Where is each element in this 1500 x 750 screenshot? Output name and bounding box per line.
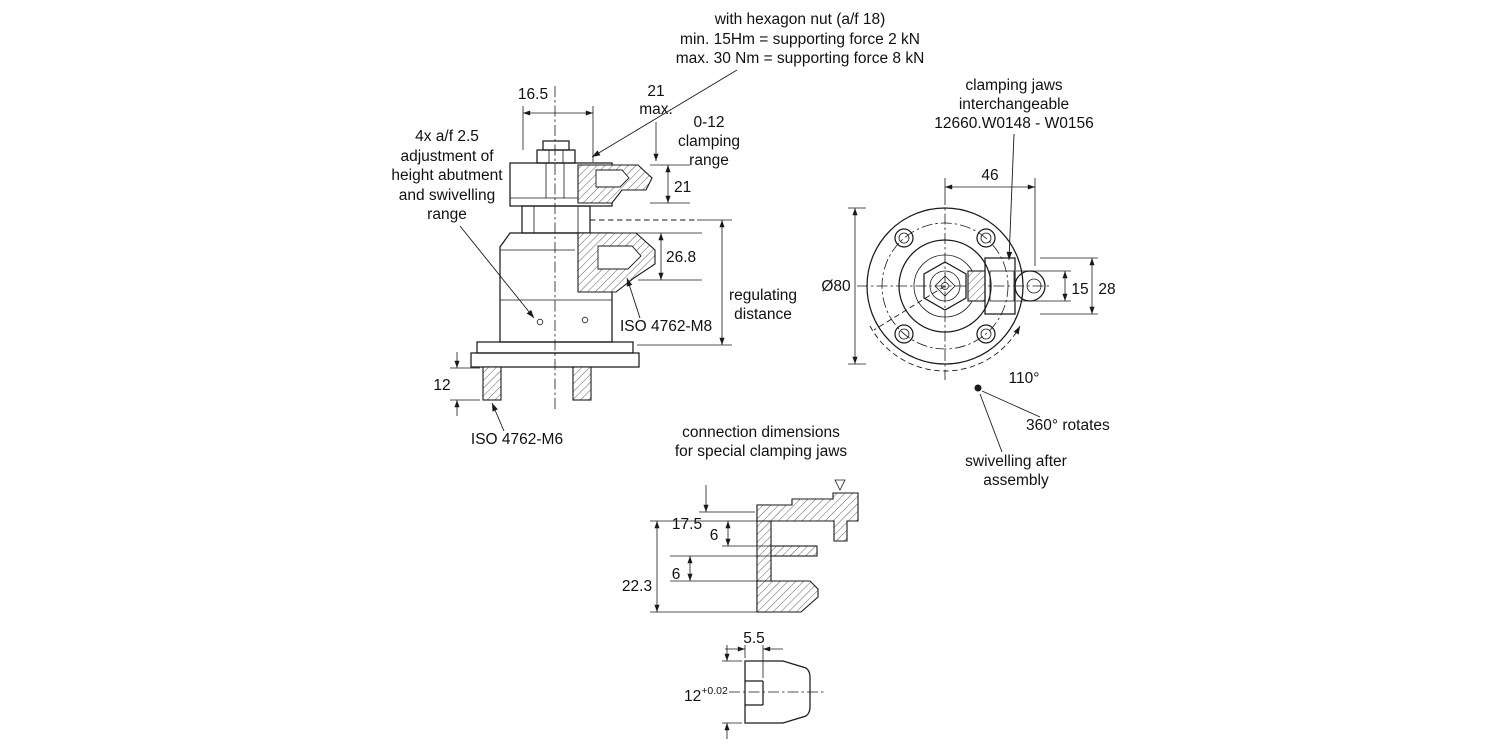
note-adjust-5: range	[427, 206, 467, 223]
dim-jaw-height: 28	[1098, 281, 1115, 298]
note-hex-line3: max. 30 Nm = supporting force 8 kN	[676, 50, 925, 67]
dim-swivel-angle: 110°	[1009, 370, 1040, 387]
flange-outline	[866, 207, 1024, 365]
dim-sec-slot-b: 6	[672, 566, 681, 583]
label-iso-m8: ISO 4762-M8	[620, 318, 712, 335]
note-connection-2: for special clamping jaws	[675, 443, 848, 460]
surface-finish-mark	[834, 479, 846, 491]
note-connection-1: connection dimensions	[682, 424, 840, 441]
note-hex-line1: with hexagon nut (a/f 18)	[714, 11, 886, 28]
dim-jaw-width: 46	[981, 167, 998, 184]
note-jaws-2: interchangeable	[959, 96, 1069, 113]
top-view	[857, 194, 1052, 453]
dim-notch-width: 5.5	[743, 630, 765, 647]
swivel-arc	[869, 325, 1021, 372]
note-swivel-2: assembly	[983, 472, 1049, 489]
bolt-holes	[894, 228, 996, 344]
bolt-circle	[881, 222, 1009, 350]
hex-socket	[923, 261, 967, 311]
note-clamping-range-1: 0-12	[693, 114, 724, 131]
dim-max-height-suffix: max.	[639, 101, 673, 118]
note-adjust-3: height abutment	[391, 167, 503, 184]
note-regulating-1: regulating	[729, 287, 797, 304]
note-adjust-2: adjustment of	[400, 148, 494, 165]
dim-jaw-opening: 21	[674, 179, 691, 196]
dim-detail-height: 12+0.02	[684, 685, 728, 705]
note-clamping-range-2: clamping	[678, 133, 740, 150]
dim-top-width: 16.5	[518, 86, 548, 103]
note-adjust-1: 4x a/f 2.5	[415, 128, 479, 145]
dim-jaw-depth: 26.8	[666, 249, 696, 266]
note-rotates: 360° rotates	[1026, 417, 1110, 434]
stud-left	[482, 366, 502, 401]
leader-dot	[974, 384, 982, 392]
stud-right	[572, 366, 592, 401]
note-jaws-3: 12660.W0148 - W0156	[934, 115, 1093, 132]
dim-sec-slot-a: 6	[710, 527, 719, 544]
note-hexagon-nut: with hexagon nut (a/f 18) min. 15Hm = su…	[591, 11, 925, 158]
note-clamping-range-3: range	[689, 152, 729, 169]
jaw-assembly	[967, 257, 1046, 315]
dim-sec-height: 22.3	[622, 578, 652, 595]
note-regulating-2: distance	[734, 306, 792, 323]
top-view-dimensions: clamping jaws interchangeable 12660.W014…	[821, 77, 1115, 489]
dim-slot-height: 15	[1071, 281, 1088, 298]
note-adjust-4: and swivelling	[399, 187, 496, 204]
leader-hex-nut	[591, 69, 738, 158]
note-swivel-1: swivelling after	[965, 453, 1067, 470]
section-view: connection dimensions for special clampi…	[622, 424, 859, 613]
dim-flange-diameter: Ø80	[821, 278, 851, 295]
dim-max-height-value: 21	[647, 83, 664, 100]
front-view	[470, 86, 697, 410]
note-jaws-1: clamping jaws	[965, 77, 1063, 94]
dim-sec-depth: 17.5	[672, 516, 702, 533]
jaw-profile-detail: 5.5 12+0.02	[684, 630, 824, 739]
label-iso-m6: ISO 4762-M6	[471, 431, 563, 448]
note-hex-line2: min. 15Hm = supporting force 2 kN	[680, 31, 920, 48]
dim-stud-length: 12	[433, 377, 450, 394]
front-view-dimensions: 16.5 21 max. 0-12 clamping range 21 26.8…	[391, 83, 797, 448]
